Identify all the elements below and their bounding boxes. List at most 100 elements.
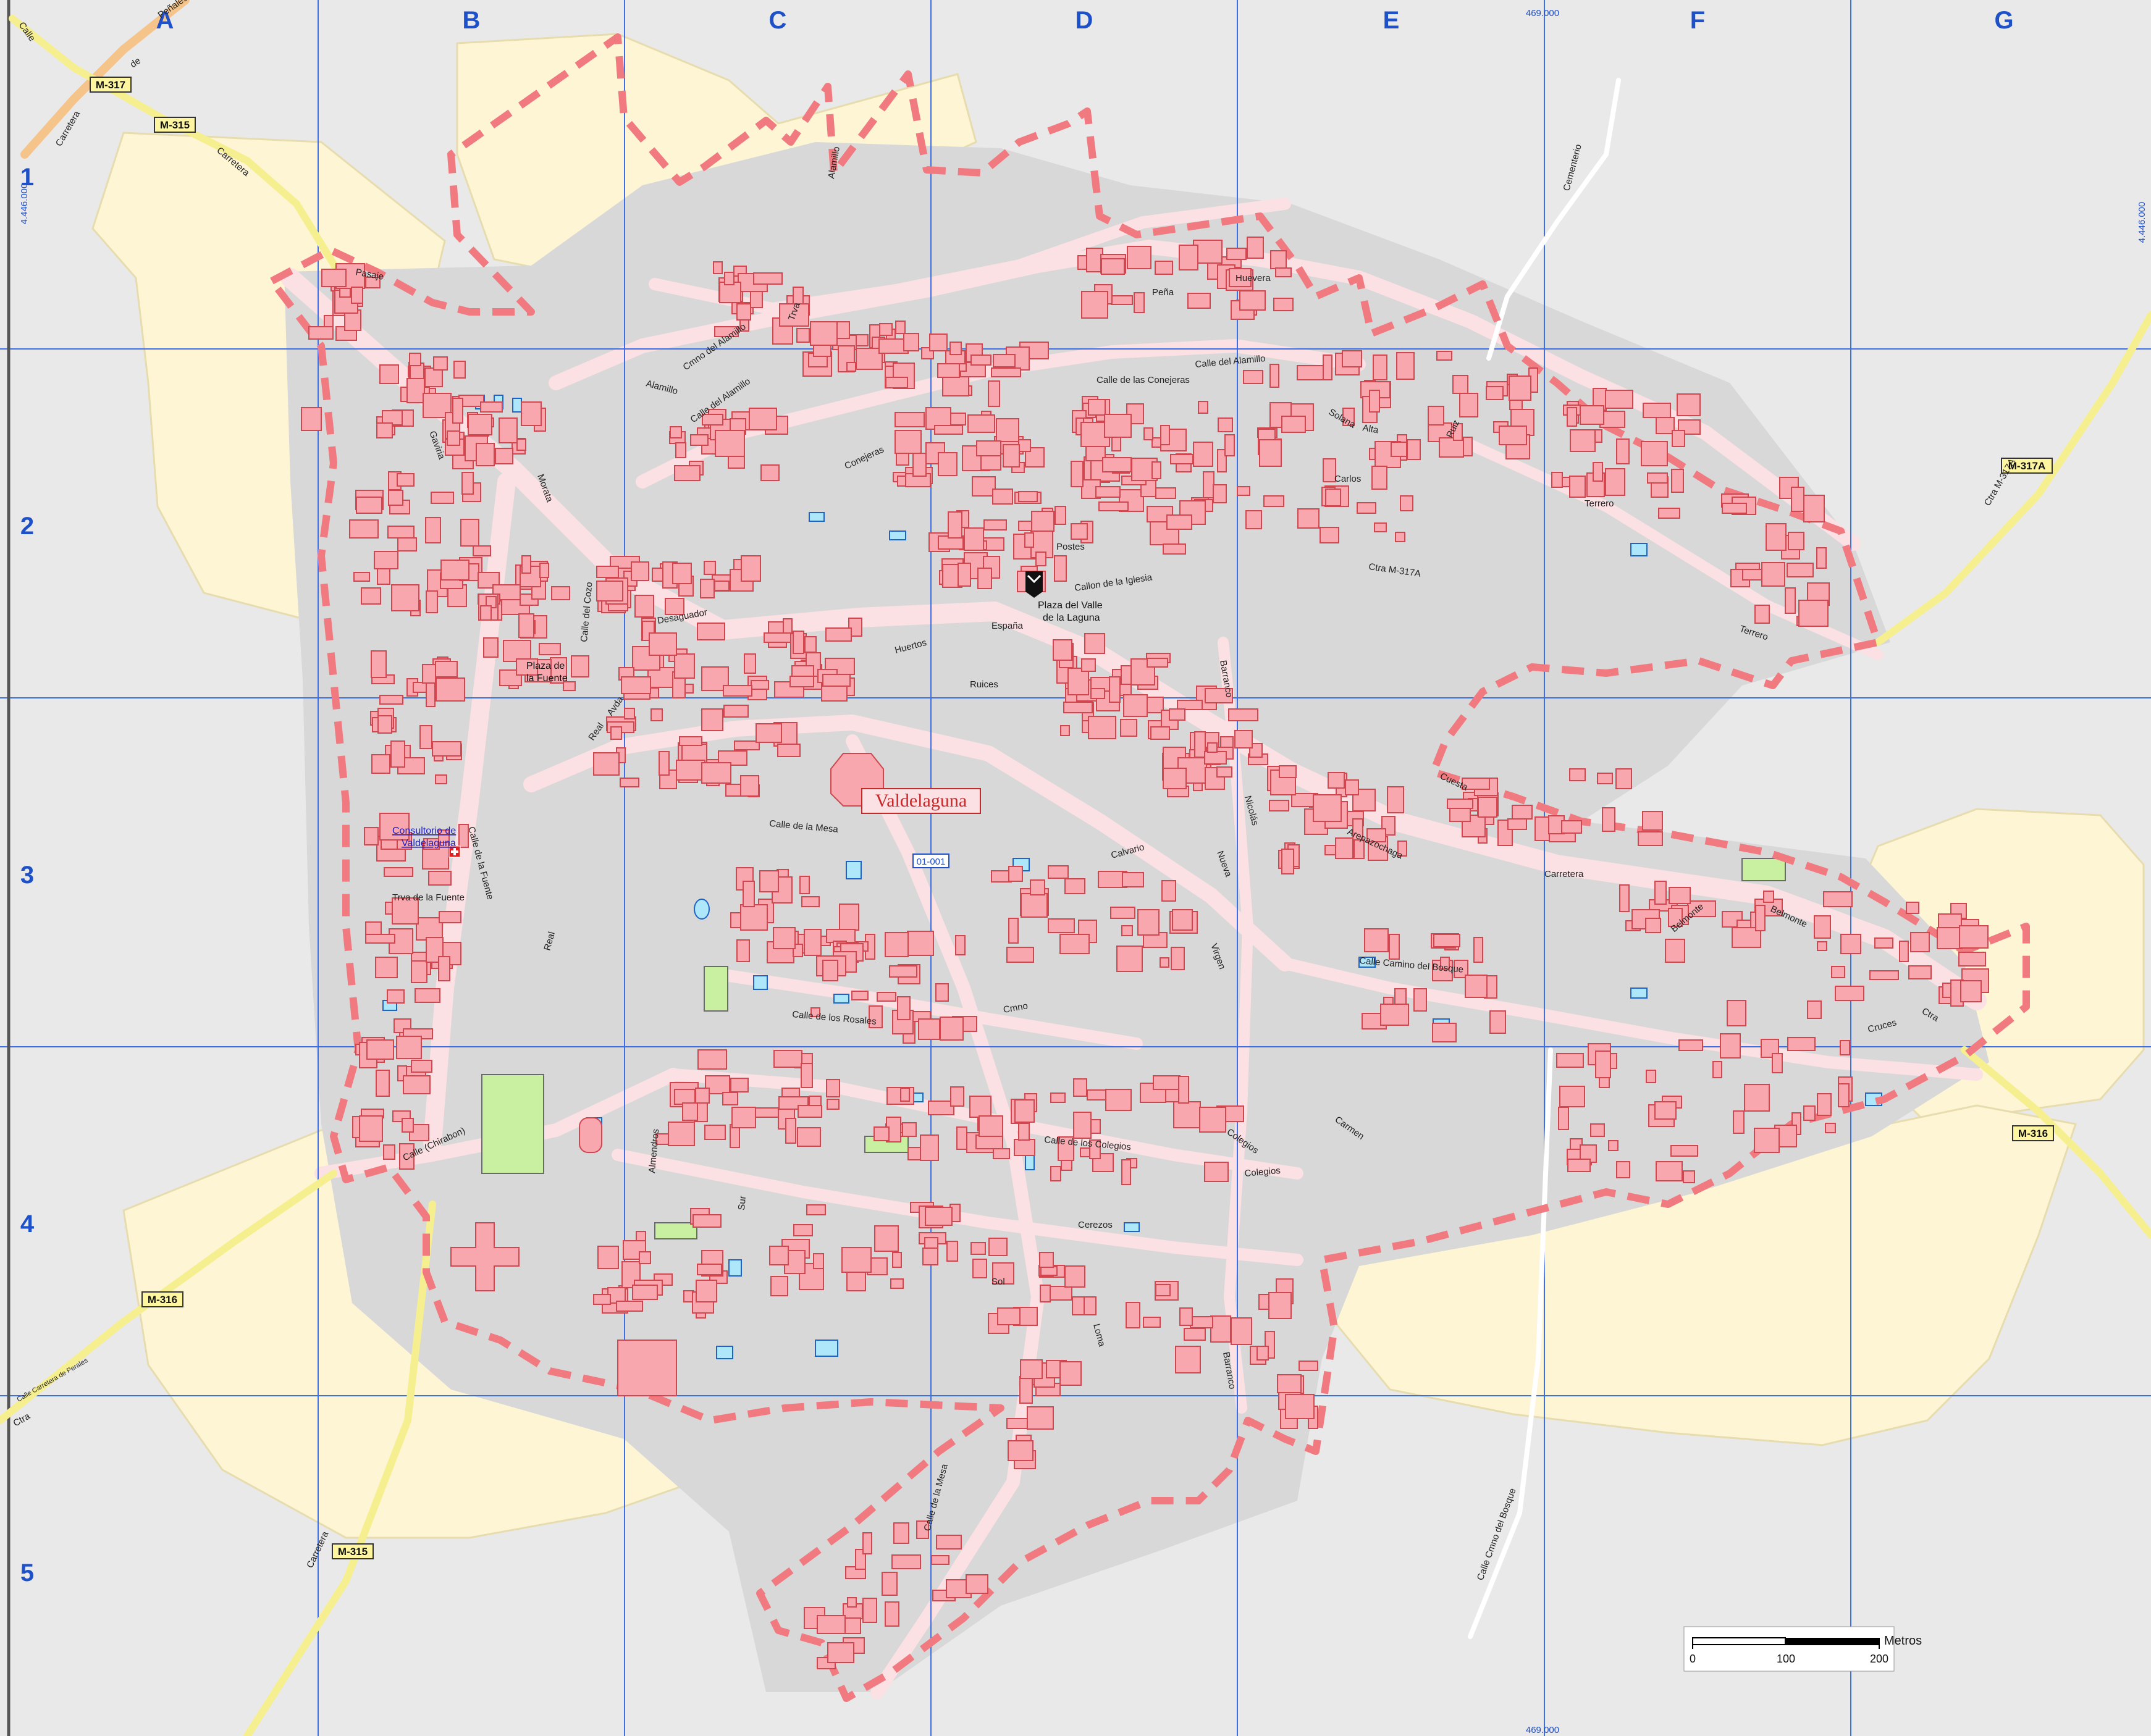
building bbox=[826, 929, 856, 943]
square-label-1: Plaza del Valle bbox=[1038, 600, 1103, 611]
building bbox=[1570, 429, 1596, 452]
road-m317 bbox=[20, 0, 190, 159]
building bbox=[1323, 458, 1336, 482]
building bbox=[1722, 503, 1747, 514]
coordinate-labels: 469.000 469.000 4.446.000 4.446.000 bbox=[19, 8, 2147, 1735]
building bbox=[1345, 779, 1359, 795]
building bbox=[440, 560, 469, 581]
building bbox=[375, 957, 398, 978]
building bbox=[521, 555, 531, 574]
building bbox=[1507, 818, 1527, 830]
building bbox=[425, 517, 441, 543]
building bbox=[674, 653, 695, 679]
building bbox=[983, 519, 1007, 530]
building bbox=[428, 871, 452, 886]
building bbox=[715, 430, 745, 457]
scale-tick-100: 100 bbox=[1777, 1653, 1795, 1665]
building bbox=[1025, 447, 1045, 468]
health-center-label-2: Valdelaguna bbox=[402, 838, 456, 849]
building bbox=[810, 1007, 820, 1017]
street-calvario bbox=[523, 715, 1293, 971]
health-center-label-1: Consultorio de bbox=[392, 826, 456, 836]
building bbox=[499, 417, 518, 443]
building bbox=[402, 1118, 414, 1133]
building bbox=[996, 418, 1019, 442]
building bbox=[452, 398, 463, 424]
building bbox=[1389, 934, 1400, 960]
building bbox=[964, 527, 984, 551]
building bbox=[593, 752, 620, 776]
square-label-2: de la Laguna bbox=[1043, 613, 1100, 623]
building bbox=[1440, 957, 1450, 970]
building bbox=[988, 380, 1000, 407]
building bbox=[1831, 966, 1845, 978]
building bbox=[321, 269, 347, 287]
building bbox=[620, 778, 639, 787]
building bbox=[1019, 1376, 1033, 1404]
building bbox=[1126, 1302, 1140, 1328]
building bbox=[1024, 532, 1034, 548]
building bbox=[1216, 766, 1232, 778]
building bbox=[473, 545, 491, 556]
building bbox=[424, 367, 443, 387]
building bbox=[1064, 1265, 1085, 1288]
building bbox=[1275, 267, 1292, 277]
building bbox=[649, 632, 677, 656]
building bbox=[387, 526, 415, 539]
building bbox=[1670, 1145, 1698, 1157]
building bbox=[1643, 403, 1671, 418]
building bbox=[483, 637, 499, 658]
building bbox=[397, 473, 415, 487]
road-cementerio bbox=[1486, 78, 1621, 361]
building bbox=[696, 1280, 717, 1302]
building bbox=[949, 342, 962, 355]
building bbox=[804, 929, 822, 956]
building bbox=[1608, 1140, 1619, 1151]
building bbox=[1098, 501, 1129, 511]
building bbox=[1155, 1284, 1171, 1296]
road-m316-east bbox=[1961, 1046, 2151, 1239]
building bbox=[1226, 248, 1247, 260]
building bbox=[889, 965, 917, 978]
building bbox=[1081, 658, 1096, 672]
building bbox=[827, 1099, 840, 1110]
building bbox=[1279, 765, 1297, 778]
building bbox=[1177, 700, 1203, 710]
building bbox=[1281, 416, 1306, 433]
building bbox=[1654, 1101, 1677, 1120]
scale-bar: Metros 0 100 200 bbox=[1683, 1626, 1922, 1672]
street-label: Calle de las Conejeras bbox=[1097, 375, 1190, 385]
building bbox=[1720, 1033, 1741, 1059]
building bbox=[907, 931, 934, 956]
building bbox=[736, 939, 750, 962]
building bbox=[1937, 927, 1963, 949]
building bbox=[1567, 407, 1577, 427]
building bbox=[869, 1005, 883, 1028]
building bbox=[634, 595, 654, 618]
building bbox=[1642, 811, 1663, 831]
building bbox=[1151, 461, 1161, 479]
building bbox=[1120, 719, 1137, 737]
building bbox=[411, 960, 427, 983]
building bbox=[379, 695, 403, 705]
building bbox=[1116, 946, 1143, 972]
special-buildings bbox=[450, 753, 884, 1396]
building bbox=[882, 1572, 898, 1596]
coord-left: 4.446.000 bbox=[19, 183, 30, 225]
building bbox=[894, 430, 922, 454]
building bbox=[397, 537, 417, 551]
building bbox=[806, 1204, 826, 1215]
building bbox=[1155, 487, 1176, 499]
building bbox=[1064, 878, 1085, 894]
building bbox=[563, 681, 576, 691]
building bbox=[730, 1078, 749, 1092]
building bbox=[997, 1307, 1021, 1325]
building bbox=[1869, 970, 1899, 980]
building bbox=[379, 813, 410, 841]
building bbox=[779, 303, 809, 327]
building bbox=[777, 744, 801, 757]
svg-text:M-317A: M-317A bbox=[2008, 460, 2045, 472]
building bbox=[1277, 1374, 1302, 1393]
building bbox=[1270, 250, 1287, 269]
plaza-fuente-label-1: Plaza de bbox=[526, 661, 565, 671]
